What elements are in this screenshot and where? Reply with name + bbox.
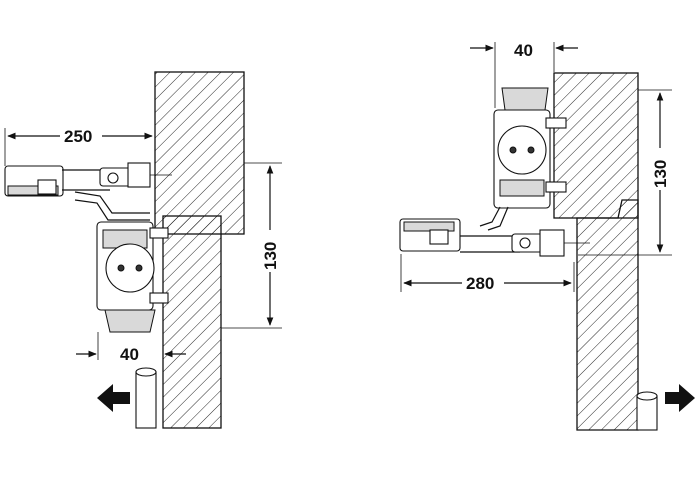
left-arm-joint <box>99 162 172 188</box>
left-dim-offset: 40 <box>120 345 139 364</box>
left-dim-height: 130 <box>261 242 280 270</box>
left-view: 250 130 40 <box>4 71 282 429</box>
right-hinge <box>636 391 658 431</box>
left-hinge <box>135 367 157 429</box>
right-door <box>576 199 639 431</box>
right-dim-height: 130 <box>651 160 670 188</box>
right-arm-joint <box>511 229 590 257</box>
left-dim-arm-length: 250 <box>64 127 92 146</box>
arrow-right-icon <box>665 384 695 412</box>
left-closer-body <box>96 221 169 333</box>
right-frame <box>553 72 639 219</box>
left-frame <box>154 71 245 235</box>
right-view: 40 130 280 <box>399 41 695 431</box>
left-door <box>162 215 222 429</box>
right-dim-arm-length: 280 <box>466 274 494 293</box>
right-dim-offset: 40 <box>514 41 533 60</box>
arrow-left-icon <box>97 384 130 412</box>
right-arm-bracket <box>399 218 461 252</box>
left-arm-bracket <box>4 165 64 197</box>
right-closer-body <box>493 87 567 209</box>
